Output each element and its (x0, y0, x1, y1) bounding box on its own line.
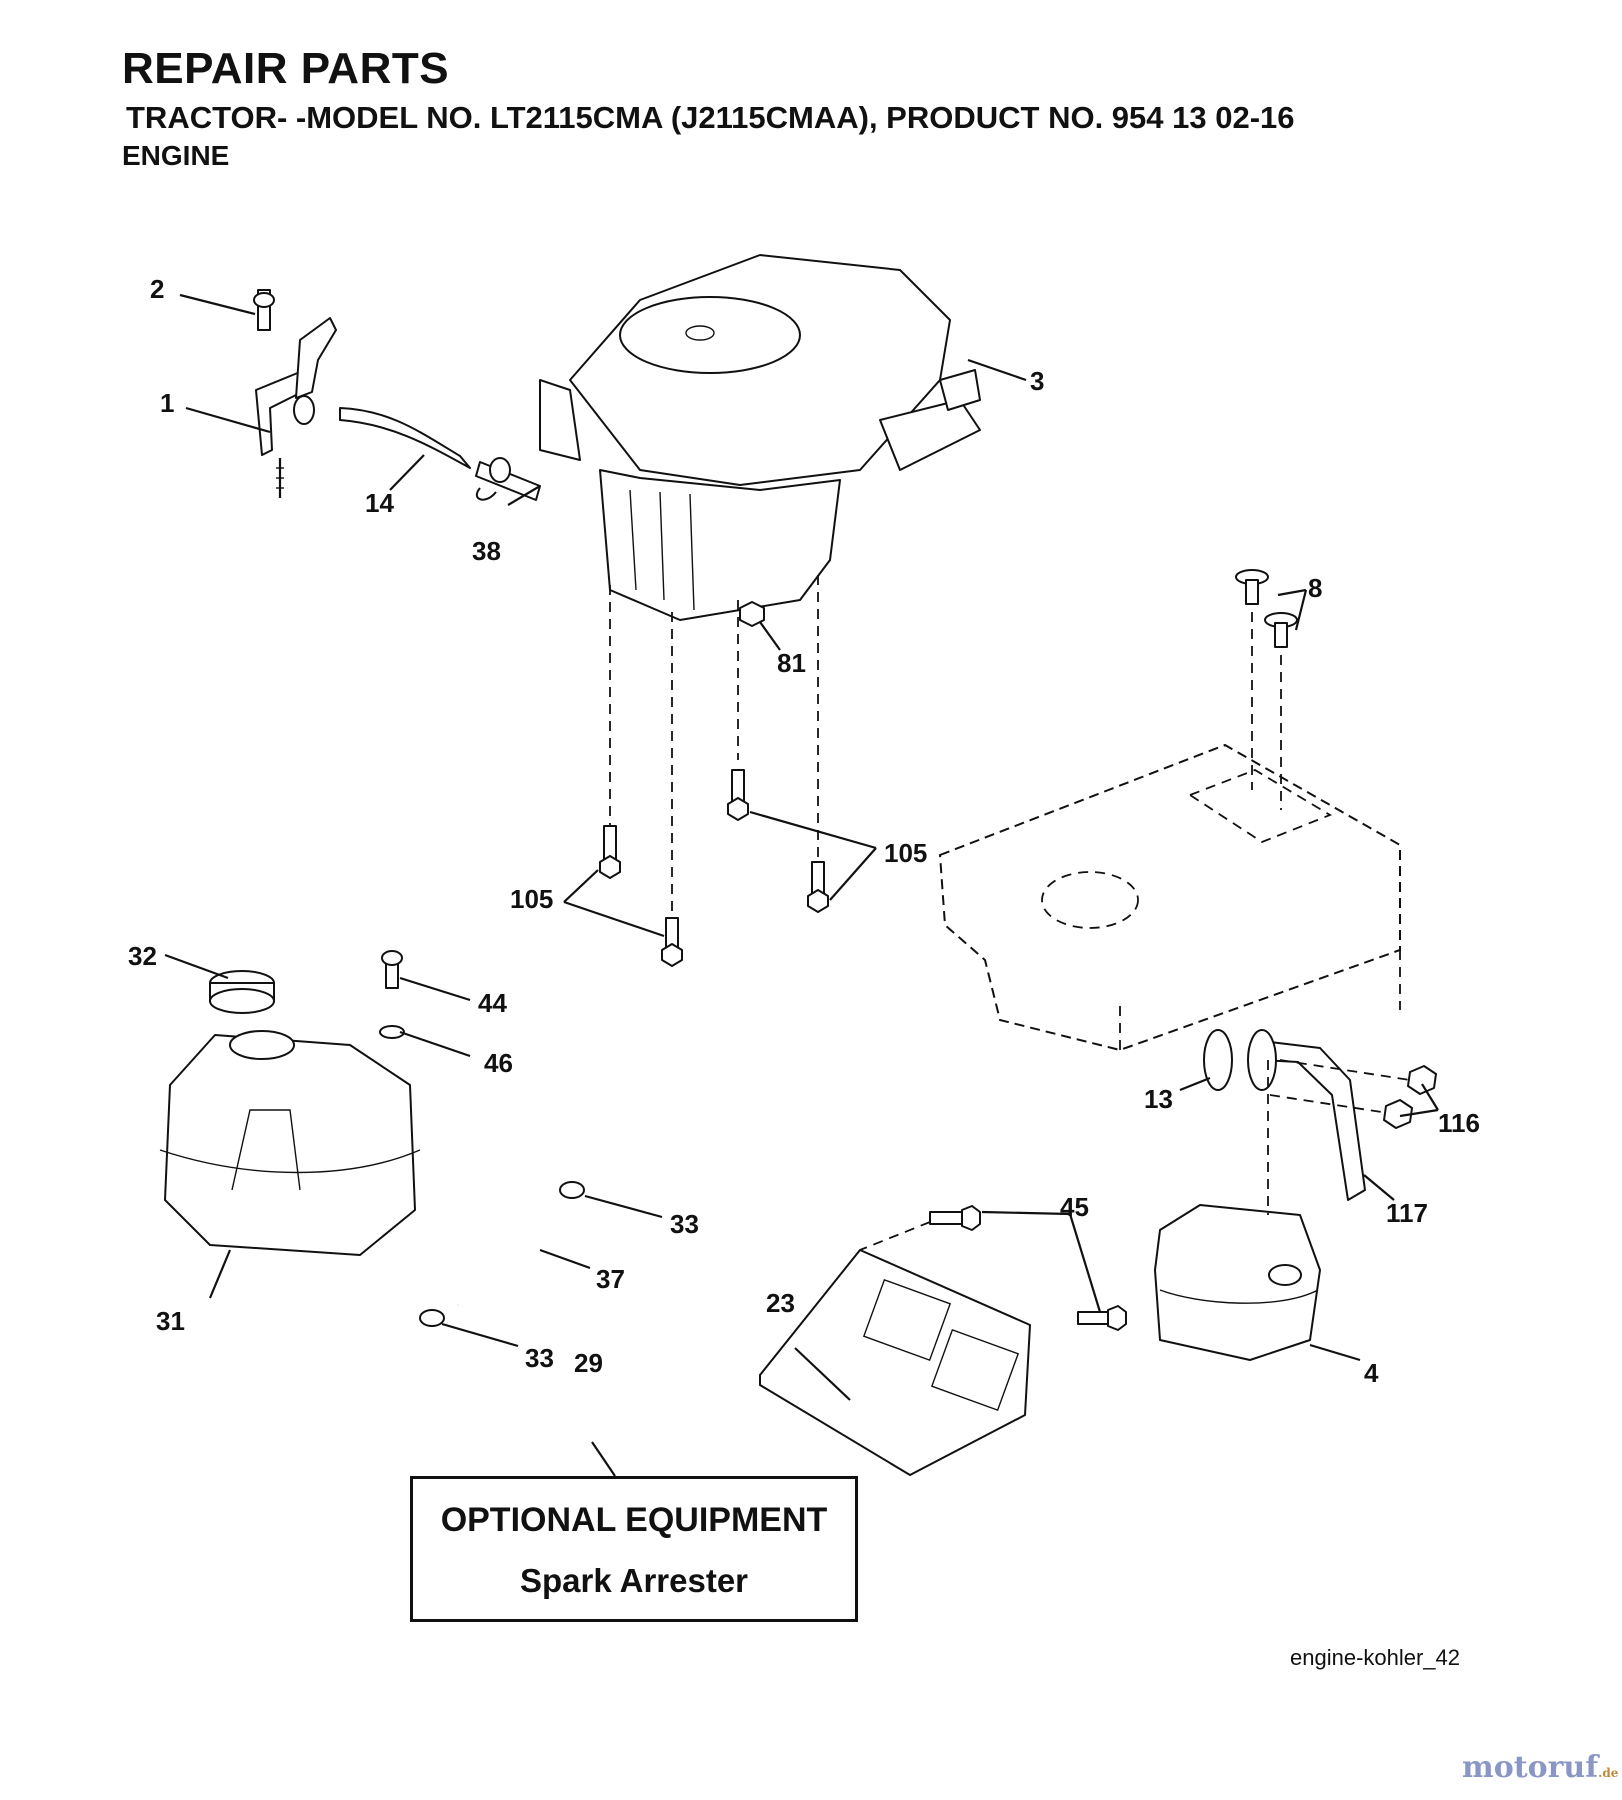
callout-23: 23 (766, 1288, 795, 1318)
bolt-part (599, 769, 829, 967)
fuel-tank-part (159, 1030, 421, 1256)
callout-117: 117 (1386, 1198, 1428, 1228)
model-subtitle: TRACTOR- -MODEL NO. LT2115CMA (J2115CMAA… (126, 100, 1295, 135)
watermark-tld: .de (1598, 1766, 1619, 1780)
callout-3: 3 (1030, 366, 1044, 396)
fuel-hose-part (419, 1181, 585, 1327)
callout-105-right: 105 (884, 838, 927, 868)
heat-shield-part (759, 1249, 1031, 1476)
fuel-cap-part (209, 970, 275, 1014)
exhaust-pipe-part (1203, 1029, 1366, 1201)
screw-part (929, 1205, 1127, 1331)
screw-part (381, 950, 403, 989)
optional-equipment-box: OPTIONAL EQUIPMENT Spark Arrester (410, 1476, 858, 1622)
callout-46: 46 (484, 1048, 513, 1078)
callout-81: 81 (777, 648, 806, 678)
frame-part (938, 743, 1401, 1052)
callout-31: 31 (156, 1306, 185, 1336)
callout-29: 29 (574, 1348, 603, 1378)
leader-lines (164, 293, 1439, 1477)
fuel-line-part (339, 407, 541, 501)
callout-4: 4 (1364, 1358, 1379, 1388)
callout-13: 13 (1144, 1084, 1173, 1114)
callout-33-lower: 33 (525, 1343, 554, 1373)
watermark-brand: motoruf (1462, 1750, 1599, 1785)
figure-reference: engine-kohler_42 (1290, 1645, 1461, 1670)
muffler-part (1154, 1204, 1321, 1361)
callout-37: 37 (596, 1264, 625, 1294)
watermark-logo: motoruf.de (1462, 1750, 1618, 1785)
callout-2: 2 (150, 274, 164, 304)
optional-equipment-item: Spark Arrester (519, 1562, 749, 1599)
callout-32: 32 (128, 941, 157, 971)
callout-1: 1 (160, 388, 174, 418)
callout-8: 8 (1308, 573, 1322, 603)
throttle-control-part (253, 289, 337, 498)
engine-part (539, 254, 981, 621)
callout-105-left: 105 (510, 884, 553, 914)
bolt-part (1235, 569, 1298, 648)
nut-part (739, 601, 765, 627)
callout-38: 38 (472, 536, 501, 566)
callout-45: 45 (1060, 1192, 1089, 1222)
section-title: ENGINE (122, 140, 230, 171)
callout-33-upper: 33 (670, 1209, 699, 1239)
washer-part (379, 1025, 405, 1039)
callout-116: 116 (1438, 1108, 1480, 1138)
page-title: REPAIR PARTS (122, 44, 450, 93)
nut-part (1383, 1065, 1437, 1129)
callout-14: 14 (365, 488, 394, 518)
callout-44: 44 (478, 988, 507, 1018)
optional-equipment-title: OPTIONAL EQUIPMENT (440, 1501, 828, 1539)
